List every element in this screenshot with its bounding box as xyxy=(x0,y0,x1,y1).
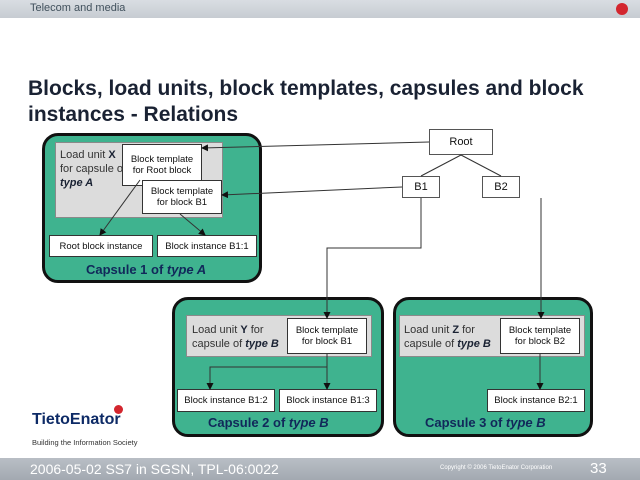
block-template-b2: Block template for block B2 xyxy=(500,318,580,354)
brand-logo-icon xyxy=(616,3,628,15)
capsule-1-label: Capsule 1 of type A xyxy=(86,262,207,277)
block-instance-b2-1: Block instance B2:1 xyxy=(487,389,585,412)
load-unit-x-text: Load unit X for capsule of type A xyxy=(60,149,127,189)
tree-node-b1: B1 xyxy=(402,176,440,198)
block-instance-b1-2: Block instance B1:2 xyxy=(177,389,275,412)
block-template-b1-cap2: Block template for block B1 xyxy=(287,318,367,354)
block-instance-b1-1: Block instance B1:1 xyxy=(157,235,257,257)
footer-date-doc: 2006-05-02 SS7 in SGSN, TPL-06:0022 xyxy=(30,461,279,477)
logo-mark-icon xyxy=(114,405,123,414)
page-title: Blocks, load units, block templates, cap… xyxy=(28,77,584,126)
capsule-3-label: Capsule 3 of type B xyxy=(425,415,546,430)
page-number: 33 xyxy=(590,460,607,477)
root-to-template-link xyxy=(201,141,430,152)
load-unit-y-text: Load unit Y for capsule of type B xyxy=(192,324,279,350)
top-bar: Telecom and media xyxy=(0,0,640,18)
tietoenator-logo: TietoEnator xyxy=(32,411,121,428)
capsule-2-label: Capsule 2 of type B xyxy=(208,415,329,430)
brand-label: Telecom and media xyxy=(30,2,126,14)
footer-copyright: Copyright © 2006 TietoEnator Corporation xyxy=(440,465,553,471)
tree-node-b2: B2 xyxy=(482,176,520,198)
block-template-b1-cap1: Block template for block B1 xyxy=(142,180,222,214)
footer-bar: 2006-05-02 SS7 in SGSN, TPL-06:0022 Copy… xyxy=(0,458,640,480)
tree-node-root: Root xyxy=(429,129,493,155)
load-unit-z-text: Load unit Z for capsule of type B xyxy=(404,324,491,350)
logo-tagline: Building the Information Society xyxy=(32,438,138,447)
